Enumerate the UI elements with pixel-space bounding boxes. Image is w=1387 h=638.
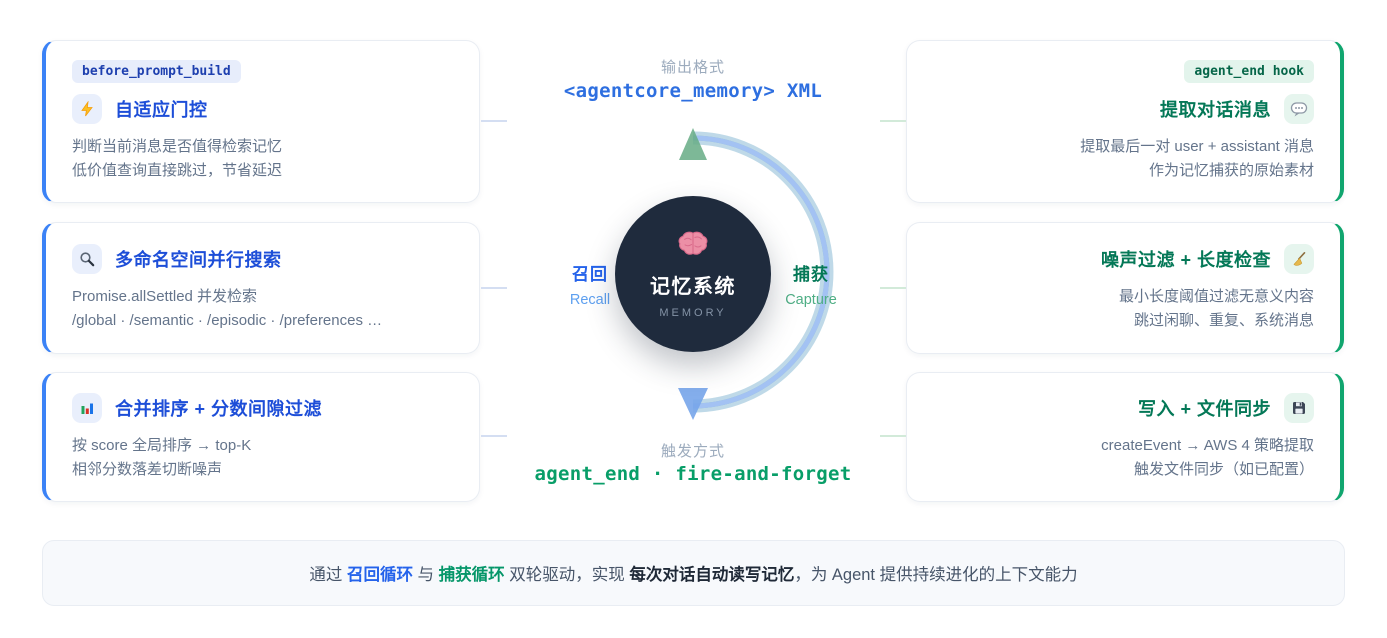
card-description: 最小长度阈值过滤无意义内容 跳过闲聊、重复、系统消息 [1118,287,1314,329]
summary-text: 双轮驱动，实现 [504,566,630,584]
connector-line [880,435,906,437]
card-write-file-sync: 写入 + 文件同步 createEvent → AWS 4 策略提取 触发文件同… [906,372,1344,502]
card-description: Promise.allSettled 并发检索 /global · /seman… [72,287,383,329]
recall-loop-term: 召回循环 [346,566,413,584]
speech-bubble-icon [1284,94,1314,124]
card-description: 判断当前消息是否值得检索记忆 低价值查询直接跳过，节省延迟 [72,138,283,179]
card-extract-messages: agent_end hook 提取对话消息 提取最后一对 user + assi… [906,40,1344,203]
connector-line [481,120,507,122]
hook-badge: before_prompt_build [72,60,241,83]
summary-text: ，为 Agent 提供持续进化的上下文能力 [794,566,1078,584]
capture-arc [692,135,830,409]
card-title: 提取对话消息 [1160,100,1271,120]
capture-label: 捕获 Capture [785,265,837,308]
card-title: 噪声过滤 + 长度检查 [1100,249,1271,270]
summary-text: 通过 [309,566,347,584]
broom-icon [1284,243,1314,274]
card-description: 提取最后一对 user + assistant 消息 作为记忆捕获的原始素材 [1080,138,1314,179]
brain-icon [676,230,710,263]
connector-line [880,287,906,289]
recall-label: 召回 Recall [569,265,611,308]
card-title: 多命名空间并行搜索 [115,249,282,270]
trigger-mode-label: 触发方式 [660,443,725,460]
card-parallel-namespace-search: 多命名空间并行搜索 Promise.allSettled 并发检索 /globa… [42,222,480,354]
card-description: createEvent → AWS 4 策略提取 触发文件同步（如已配置） [1101,436,1314,478]
floppy-disk-icon [1284,392,1314,423]
magnifier-icon [72,243,102,274]
hook-badge: agent_end hook [1184,60,1314,83]
bottom-arrow-icon [678,388,708,420]
top-arrow-icon [679,128,707,160]
summary-emphasis: 每次对话自动读写记忆 [629,566,795,584]
card-title: 自适应门控 [115,100,208,120]
output-format-value: <agentcore_memory> XML [563,80,823,102]
summary-text: 与 [412,566,439,584]
card-merge-rank-filter: 合并排序 + 分数间隙过滤 按 score 全局排序 → top-K 相邻分数落… [42,372,480,502]
capture-loop-term: 捕获循环 [438,566,505,584]
summary-bar: 通过 召回循环 与 捕获循环 双轮驱动，实现 每次对话自动读写记忆，为 Agen… [42,540,1345,606]
hub-title: 记忆系统 [650,275,736,298]
dual-loop-ring [678,128,834,420]
bar-chart-icon [72,392,102,423]
card-adaptive-gating: before_prompt_build 自适应门控 判断当前消息是否值得检索记忆… [42,40,480,203]
memory-hub: 记忆系统 MEMORY [615,196,771,352]
output-format-label: 输出格式 [660,59,725,76]
card-description: 按 score 全局排序 → top-K 相邻分数落差切断噪声 [72,436,252,478]
connector-line [880,120,906,122]
card-noise-filter-length-check: 噪声过滤 + 长度检查 最小长度阈值过滤无意义内容 跳过闲聊、重复、系统消息 [906,222,1344,354]
zap-icon [72,94,102,124]
connector-line [481,435,507,437]
connector-line [481,287,507,289]
card-title: 写入 + 文件同步 [1137,398,1271,419]
card-title: 合并排序 + 分数间隙过滤 [115,398,323,419]
hub-subtitle: MEMORY [659,306,727,319]
trigger-mode-value: agent_end · fire-and-forget [534,463,852,485]
